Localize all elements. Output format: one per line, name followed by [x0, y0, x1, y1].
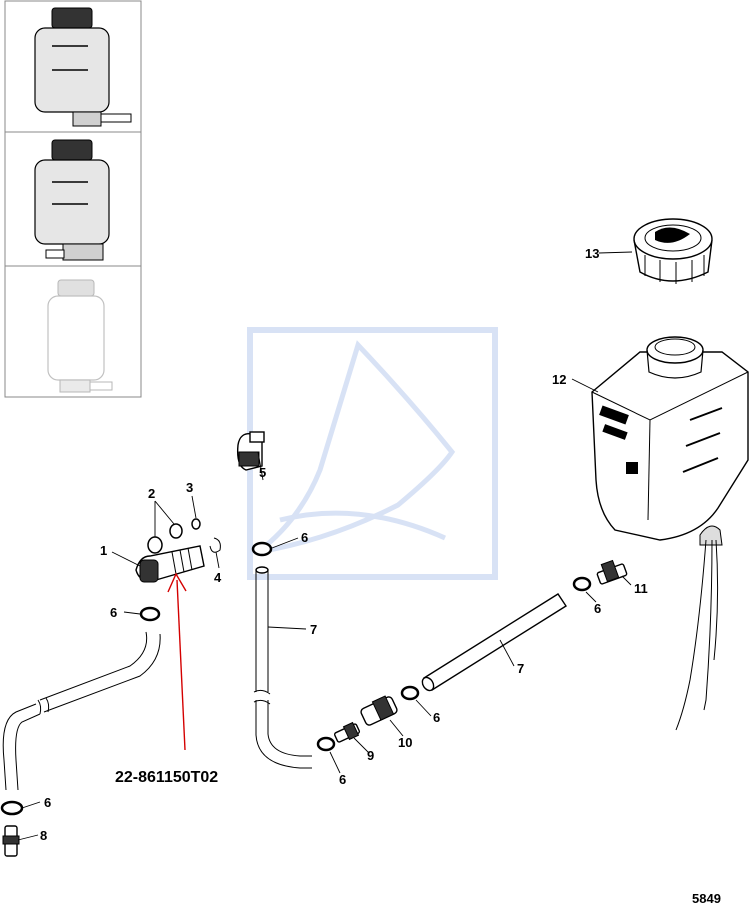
fitting-icon[interactable] — [135, 545, 205, 583]
callout-9[interactable]: 9 — [367, 748, 374, 763]
callout-7[interactable]: 7 — [310, 622, 317, 637]
reservoir-thumbnail-icon[interactable] — [34, 7, 132, 127]
callout-5[interactable]: 5 — [259, 465, 266, 480]
part-number-arrow — [167, 572, 187, 751]
cap-icon[interactable] — [633, 218, 713, 284]
reservoir-icon[interactable] — [591, 336, 749, 731]
clamp-icon[interactable] — [316, 736, 336, 752]
fitting-icon[interactable] — [333, 721, 361, 743]
callout-6[interactable]: 6 — [44, 795, 51, 810]
clamp-icon[interactable] — [0, 800, 24, 816]
callout-6[interactable]: 6 — [110, 605, 117, 620]
fitting-icon[interactable] — [236, 431, 265, 471]
clamp-icon[interactable] — [572, 576, 592, 592]
callout-13[interactable]: 13 — [585, 246, 599, 261]
clamp-icon[interactable] — [139, 606, 161, 622]
callout-6[interactable]: 6 — [301, 530, 308, 545]
callout-8[interactable]: 8 — [40, 828, 47, 843]
clamp-icon[interactable] — [251, 541, 273, 557]
fitting-icon[interactable] — [2, 825, 20, 857]
callout-1[interactable]: 1 — [100, 543, 107, 558]
hose-icon[interactable] — [253, 566, 312, 769]
o-ring-icon[interactable] — [191, 518, 201, 530]
callout-10[interactable]: 10 — [398, 735, 412, 750]
figure-reference: 5849 — [692, 891, 721, 906]
part-number-label: 22-861150T02 — [115, 769, 218, 786]
callout-6[interactable]: 6 — [594, 601, 601, 616]
callout-2[interactable]: 2 — [148, 486, 155, 501]
callout-6[interactable]: 6 — [339, 772, 346, 787]
callout-7[interactable]: 7 — [517, 661, 524, 676]
callout-12[interactable]: 12 — [552, 372, 566, 387]
reservoir-thumbnail-icon[interactable] — [34, 139, 110, 261]
watermark-logo-icon — [247, 327, 498, 580]
callout-11[interactable]: 11 — [634, 581, 648, 596]
fitting-icon[interactable] — [596, 559, 628, 585]
callout-4[interactable]: 4 — [214, 570, 222, 585]
callout-labels: 13 12 2 3 1 4 5 6 6 7 7 6 11 6 10 9 6 6 … — [40, 246, 648, 843]
hose-icon[interactable] — [420, 593, 567, 693]
callout-3[interactable]: 3 — [186, 480, 193, 495]
hose-icon[interactable] — [2, 631, 161, 791]
leader-lines — [17, 251, 633, 841]
reservoir-thumbnail-icon[interactable] — [47, 279, 113, 393]
clip-icon[interactable] — [209, 537, 221, 553]
clamp-icon[interactable] — [400, 685, 420, 701]
o-ring-icon[interactable] — [147, 523, 183, 554]
callout-6[interactable]: 6 — [433, 710, 440, 725]
thumbnail-panel — [4, 0, 142, 398]
fitting-icon[interactable] — [360, 695, 398, 727]
